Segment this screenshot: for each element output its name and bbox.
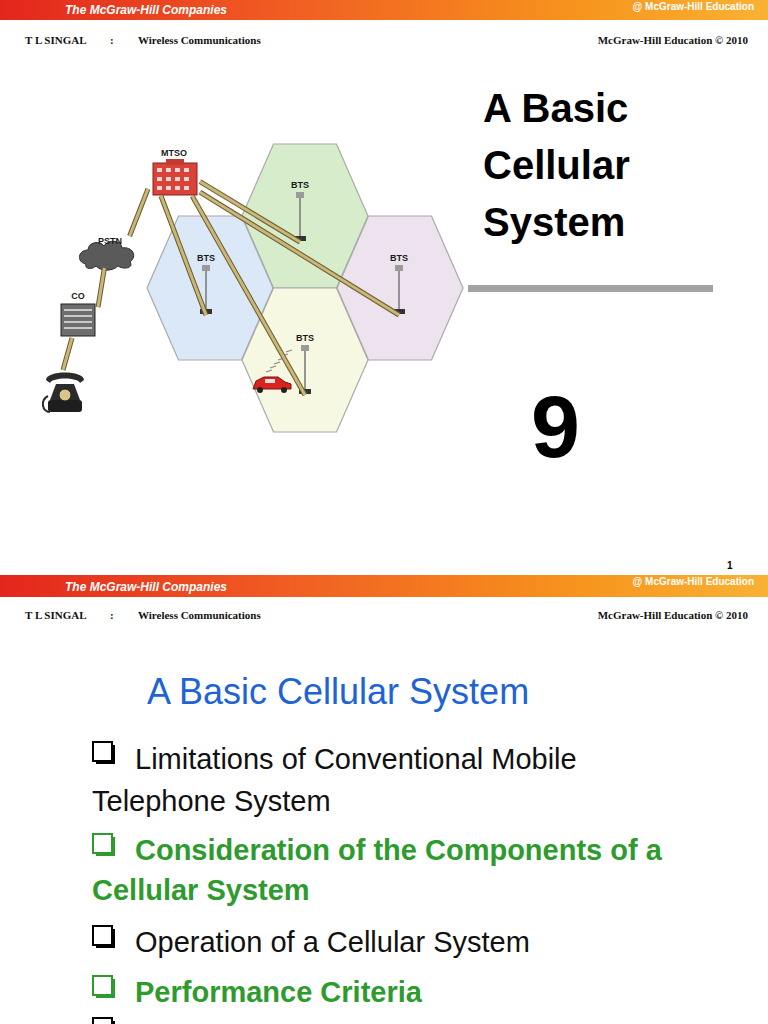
publisher-note: McGraw-Hill Education © 2010 — [598, 34, 748, 47]
link-line — [98, 268, 104, 307]
cell-hexagons — [147, 144, 463, 432]
phone-wire — [63, 338, 72, 370]
publisher-logo: The McGraw-Hill Companies — [65, 3, 227, 17]
author-name: T L SINGAL — [25, 609, 87, 622]
book-title: Wireless Communications — [138, 34, 261, 47]
car-icon — [253, 377, 291, 393]
co-building — [61, 304, 95, 336]
link-stroke — [192, 196, 305, 395]
separator: : — [110, 34, 114, 47]
separator: : — [110, 609, 114, 622]
link-stroke — [192, 196, 305, 395]
bullet-box — [93, 926, 115, 948]
link-line — [192, 196, 305, 395]
slide-title: A Basic Cellular System — [483, 80, 683, 251]
co-node: CO — [58, 291, 98, 337]
bullet-box — [93, 742, 115, 764]
bullet-item: Performance Criteria — [92, 972, 692, 1012]
slide-heading: A Basic Cellular System — [147, 670, 529, 714]
bullet-item: Operation of a Cellular System — [92, 922, 692, 962]
bullet-box — [93, 976, 115, 998]
link-stroke — [200, 192, 399, 315]
node-label: CO — [70, 291, 86, 301]
page-number: 1 — [727, 560, 733, 572]
link-stroke — [130, 189, 148, 236]
chapter-number: 9 — [531, 381, 580, 473]
node-label: BTS — [389, 253, 409, 263]
publisher-note: McGraw-Hill Education © 2010 — [598, 609, 748, 622]
publisher-logo: The McGraw-Hill Companies — [65, 580, 227, 594]
mtso-node: MTSO — [148, 148, 200, 196]
bts-node: BTS — [386, 253, 412, 315]
link-line — [130, 189, 148, 236]
node-label: BTS — [196, 253, 216, 263]
bullet-box — [93, 1018, 115, 1024]
link-stroke — [130, 189, 148, 236]
book-title: Wireless Communications — [138, 609, 261, 622]
copyright-tag: @ McGraw-Hill Education — [633, 576, 754, 587]
telephone-icon — [43, 373, 84, 413]
link-stroke — [200, 192, 399, 315]
bullet-box — [93, 834, 115, 856]
title-rule — [468, 285, 713, 292]
bullet-item: Consideration of the Components of a Cel… — [92, 830, 692, 910]
author-name: T L SINGAL — [25, 34, 87, 47]
pstn-node: PSTN — [82, 236, 138, 268]
link-stroke — [98, 268, 104, 307]
link-line — [200, 192, 399, 315]
link-stroke — [98, 268, 104, 307]
cell-hexagon — [242, 288, 368, 432]
bts-node: BTS — [287, 180, 313, 242]
bts-towers — [200, 192, 405, 394]
tower-icon — [393, 265, 405, 314]
node-label: BTS — [295, 333, 315, 343]
node-label: MTSO — [160, 148, 188, 158]
copyright-tag: @ McGraw-Hill Education — [633, 1, 754, 12]
tower-icon — [294, 192, 306, 241]
bts-node: BTS — [292, 333, 318, 395]
node-label: BTS — [290, 180, 310, 190]
bts-node: BTS — [193, 253, 219, 315]
node-label: PSTN — [97, 236, 123, 246]
mtso-building — [153, 159, 197, 195]
bullet-item: Limitations of Conventional Mobile Telep… — [92, 738, 692, 822]
